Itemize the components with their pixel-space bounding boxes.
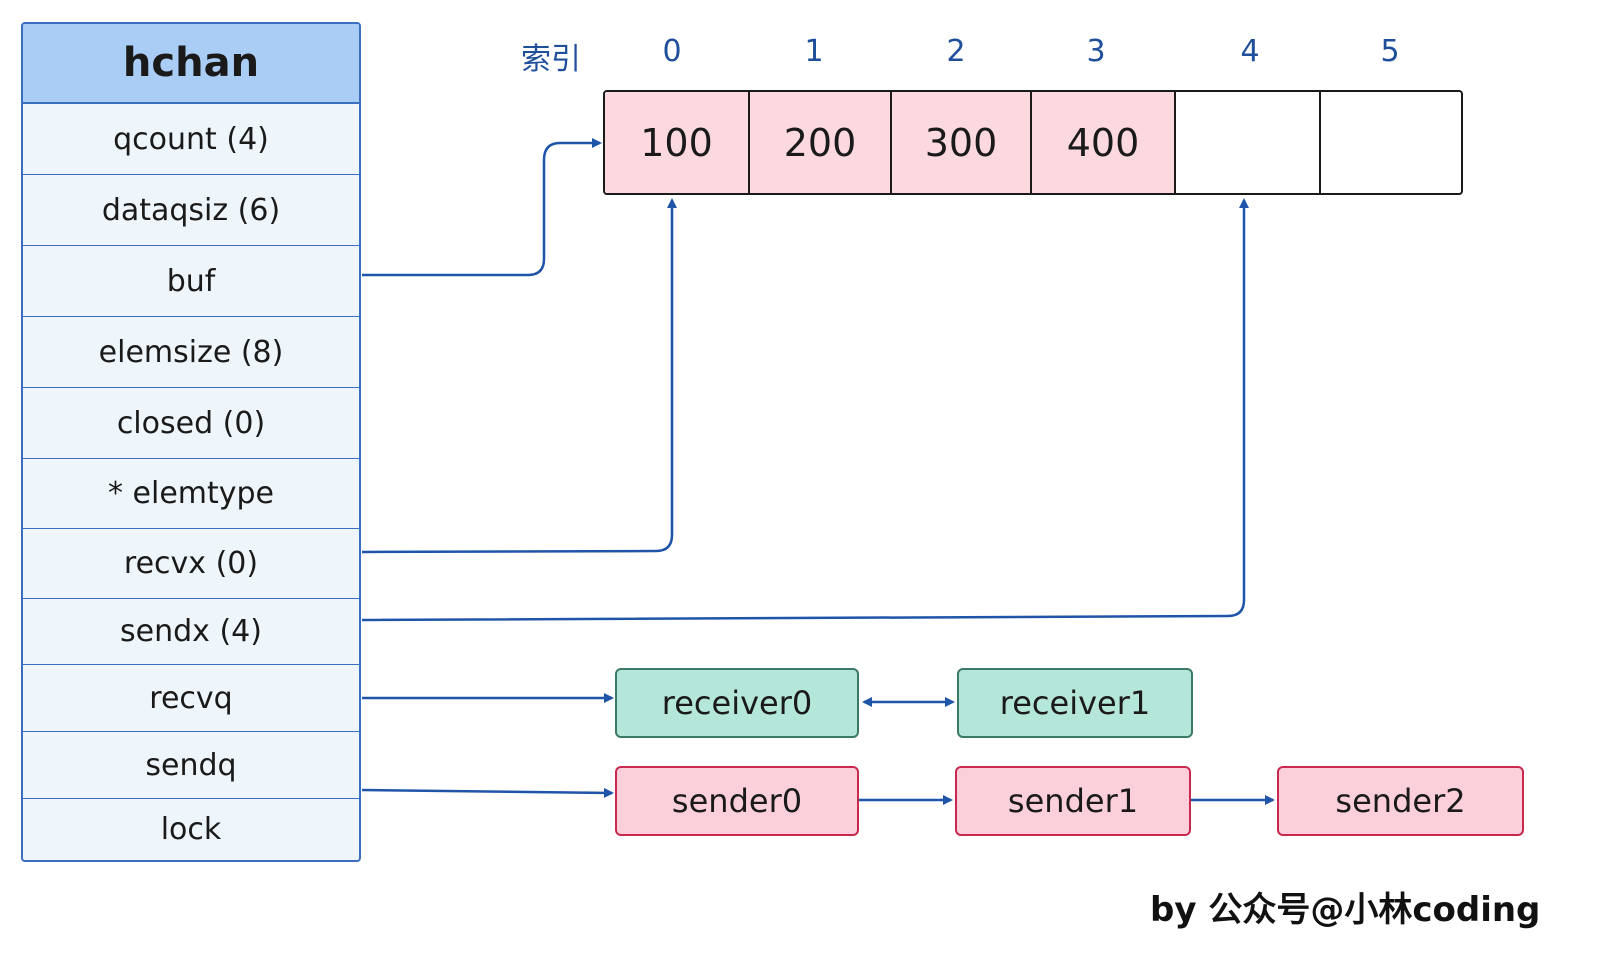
field-elemtype: * elemtype	[23, 459, 359, 529]
index-4: 4	[1240, 34, 1260, 69]
field-closed: closed (0)	[23, 388, 359, 459]
author-credit: by 公众号@小林coding	[1150, 890, 1541, 930]
index-1: 1	[804, 34, 824, 69]
index-5: 5	[1380, 34, 1400, 69]
sender2-node: sender2	[1277, 766, 1524, 836]
recvx-pointer-arrow	[361, 198, 677, 554]
sender0-node: sender0	[615, 766, 859, 836]
sendx-pointer-arrow	[361, 198, 1249, 622]
index-2: 2	[946, 34, 966, 69]
buffer-cell-1: 200	[750, 92, 892, 193]
field-elemsize: elemsize (8)	[23, 317, 359, 388]
field-recvx: recvx (0)	[23, 529, 359, 599]
buffer-cell-3: 400	[1032, 92, 1176, 193]
hchan-title: hchan	[23, 24, 359, 104]
index-label: 索引	[521, 42, 581, 77]
field-sendx: sendx (4)	[23, 599, 359, 665]
buffer-cell-4	[1176, 92, 1321, 193]
receiver1-node: receiver1	[957, 668, 1193, 738]
hchan-struct: hchan qcount (4) dataqsiz (6) buf elemsi…	[21, 22, 361, 862]
sender1-node: sender1	[955, 766, 1191, 836]
field-lock: lock	[160, 812, 222, 847]
field-qcount: qcount (4)	[23, 104, 359, 175]
field-sendq: sendq	[23, 732, 359, 799]
buf-pointer-arrow	[362, 138, 602, 277]
buffer-cell-0: 100	[605, 92, 750, 193]
field-buf: buf	[23, 246, 359, 317]
buffer-cell-2: 300	[892, 92, 1032, 193]
receiver0-node: receiver0	[615, 668, 859, 738]
field-dataqsiz: dataqsiz (6)	[23, 175, 359, 246]
ring-buffer: 100 200 300 400	[603, 90, 1463, 195]
sendq-pointer-arrow	[361, 787, 614, 798]
index-0: 0	[662, 34, 682, 69]
index-3: 3	[1086, 34, 1106, 69]
field-recvq: recvq	[23, 665, 359, 732]
